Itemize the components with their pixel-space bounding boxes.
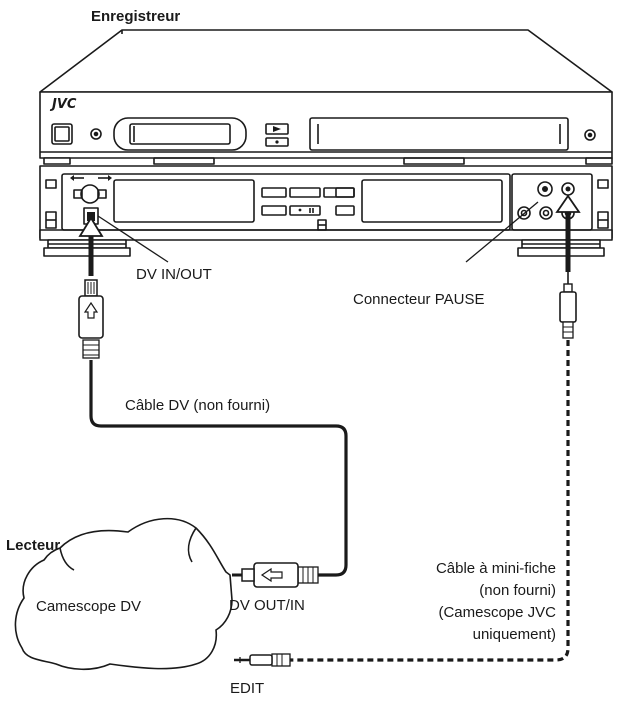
- recorder-top: [39, 29, 613, 93]
- pause-connector-leader: [465, 201, 539, 263]
- left-display: [113, 179, 255, 223]
- play-button: [265, 123, 289, 135]
- minijack-cable-line-1: Câble à mini-fiche: [435, 560, 556, 577]
- dv-cable-label: Câble DV (non fourni): [125, 397, 271, 414]
- brand-logo: JVC: [52, 97, 77, 112]
- minijack-cable-line-2: (non fourni): [479, 582, 556, 599]
- minijack-cable-line-3: (Camescope JVC: [438, 604, 556, 621]
- edit-label: EDIT: [230, 680, 265, 697]
- jog-dial: [80, 184, 100, 204]
- camcorder-outline: [14, 517, 233, 671]
- minijack-cable-line-4: uniquement): [472, 626, 556, 643]
- dv-in-out-leader: [97, 215, 169, 263]
- dv-in-out-label: DV IN/OUT: [136, 266, 212, 283]
- right-display: [361, 179, 503, 223]
- s-video-jack: [537, 181, 553, 197]
- player-title: Lecteur: [6, 537, 61, 554]
- right-cassette-door: [309, 117, 569, 151]
- dv-cable: [78, 216, 348, 588]
- eject-right-icon: [584, 129, 596, 141]
- recorder-title: Enregistreur: [91, 8, 181, 25]
- dv-out-in-label: DV OUT/IN: [229, 597, 305, 614]
- left-cassette-door: [113, 117, 247, 151]
- minijack-cable: [234, 194, 581, 667]
- camcorder-label: Camescope DV: [36, 598, 142, 615]
- power-button: [51, 123, 73, 145]
- pause-connector-label: Connecteur PAUSE: [353, 291, 485, 308]
- eject-left-icon: [90, 128, 102, 140]
- recorder-front-upper: [39, 91, 613, 159]
